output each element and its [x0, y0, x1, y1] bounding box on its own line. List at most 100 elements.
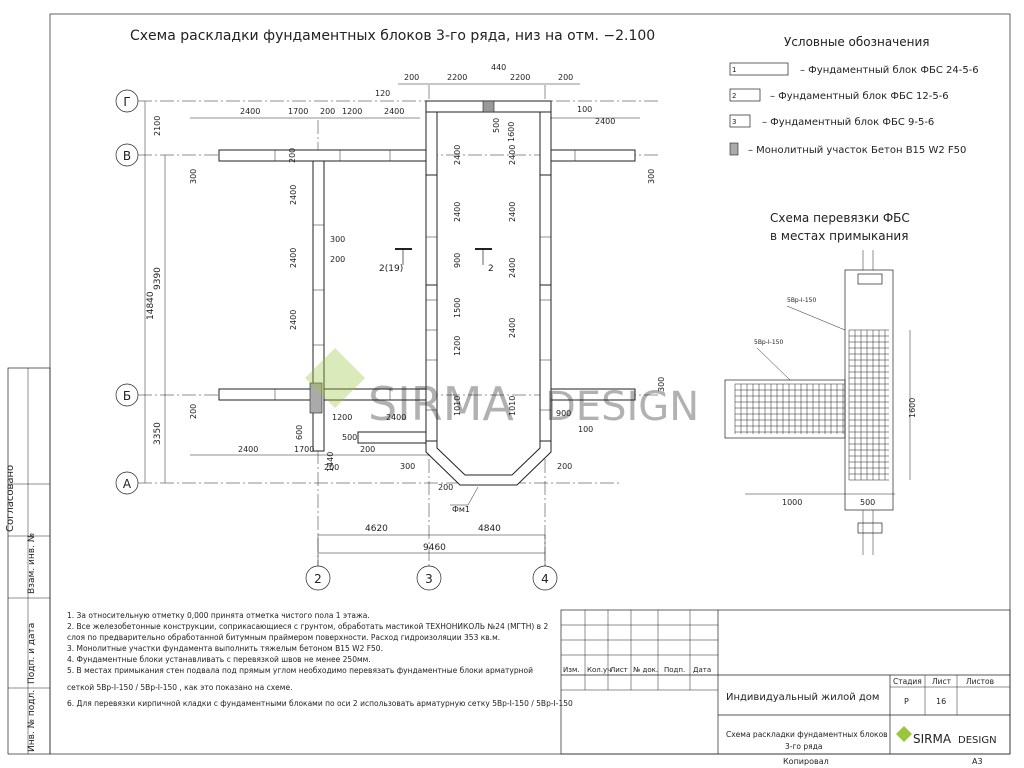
sheet-value: 16: [936, 697, 946, 706]
svg-text:300: 300: [400, 462, 415, 471]
svg-text:Изм.: Изм.: [563, 666, 579, 674]
svg-text:Стадия: Стадия: [893, 677, 922, 686]
svg-text:2400: 2400: [453, 145, 462, 165]
svg-text:2200: 2200: [447, 73, 467, 82]
svg-text:4. Фундаментные блоки устана: 4. Фундаментные блоки устанавливать с пе…: [67, 655, 371, 664]
svg-text:SIRMA: SIRMA: [368, 377, 514, 431]
svg-text:500: 500: [492, 118, 501, 133]
svg-text:900: 900: [453, 253, 462, 268]
axis-label-2: 2: [314, 572, 322, 586]
svg-text:100: 100: [577, 105, 592, 114]
notes: 1. За относительную отметку 0,000 принят…: [67, 611, 573, 708]
svg-text:2400: 2400: [240, 107, 260, 116]
detail-title-2: в местах примыкания: [770, 229, 908, 243]
detail-mesh-label-a: 5Вр-I-150: [787, 297, 816, 304]
section-label-left: 2(19): [379, 264, 403, 274]
side-stamp-replace: Взам. инв. №: [27, 533, 37, 594]
svg-text:9390: 9390: [153, 267, 163, 290]
svg-text:200: 200: [320, 107, 335, 116]
svg-text:200: 200: [288, 148, 297, 163]
svg-text:2400: 2400: [289, 185, 298, 205]
detail-title-1: Схема перевязки ФБС: [770, 211, 910, 225]
detail-dim-500: 500: [860, 498, 875, 507]
svg-text:2400: 2400: [238, 445, 258, 454]
svg-text:Лист: Лист: [932, 677, 952, 686]
svg-text:4620: 4620: [365, 524, 388, 534]
legend-item-fbs24: – Фундаментный блок ФБС 24-5-6: [800, 65, 979, 76]
legend: Условные обозначения 1 – Фундаментный бл…: [729, 35, 979, 156]
svg-text:2: 2: [732, 92, 736, 100]
sheet-title-2: 3-го ряда: [785, 742, 822, 751]
axis-label-v: В: [123, 149, 131, 163]
detail-dim-1000: 1000: [782, 498, 802, 507]
svg-text:3: 3: [732, 118, 736, 126]
svg-text:1200: 1200: [332, 413, 352, 422]
dimension-labels: 200 2200 440 2200 200 2400 1700 200 1200…: [146, 63, 666, 553]
svg-text:2200: 2200: [510, 73, 530, 82]
svg-text:Листов: Листов: [966, 677, 994, 686]
svg-text:200: 200: [189, 404, 198, 419]
legend-item-monolith: – Монолитный участок Бетон В15 W2 F50: [748, 145, 966, 156]
axis-label-4: 4: [541, 572, 549, 586]
svg-text:2100: 2100: [153, 116, 162, 136]
legend-heading: Условные обозначения: [784, 35, 930, 49]
svg-text:4840: 4840: [478, 524, 501, 534]
axis-label-b: Б: [123, 389, 131, 403]
svg-text:1700: 1700: [288, 107, 308, 116]
logo-mark: [896, 726, 912, 742]
svg-text:300: 300: [330, 235, 345, 244]
svg-text:200: 200: [558, 73, 573, 82]
svg-text:1. За относительную отметку: 1. За относительную отметку 0,000 принят…: [67, 611, 370, 620]
svg-text:2. Все железобетонные констр: 2. Все железобетонные конструкции, сопри…: [67, 622, 548, 631]
section-marks: 2(19) 2 Фм1: [379, 248, 494, 514]
svg-text:Дата: Дата: [693, 666, 711, 674]
watermark: SIRMA DESIGN: [305, 348, 699, 431]
legend-item-fbs9: – Фундаментный блок ФБС 9-5-6: [762, 117, 934, 128]
svg-text:300: 300: [657, 377, 666, 392]
svg-text:200: 200: [324, 463, 339, 472]
svg-text:200: 200: [330, 255, 345, 264]
axis-label-a: А: [123, 477, 132, 491]
title-block: Изм. Кол.уч Лист № док. Подп. Дата Индив…: [560, 609, 1011, 766]
legend-item-fbs12: – Фундаментный блок ФБС 12-5-6: [770, 91, 949, 102]
svg-text:200: 200: [360, 445, 375, 454]
detail-mesh-label-b: 5Вр-I-150: [754, 339, 783, 346]
svg-text:3. Монолитные участки фундам: 3. Монолитные участки фундамента выполни…: [67, 644, 383, 653]
svg-text:900: 900: [556, 409, 571, 418]
svg-text:2400: 2400: [386, 413, 406, 422]
copied-label: Копировал: [783, 757, 829, 766]
svg-text:500: 500: [342, 433, 357, 442]
svg-text:300: 300: [647, 169, 656, 184]
logo-sub: DESIGN: [958, 735, 997, 746]
svg-text:440: 440: [491, 63, 506, 72]
svg-text:1200: 1200: [453, 336, 462, 356]
svg-text:200: 200: [404, 73, 419, 82]
svg-text:2400: 2400: [508, 202, 517, 222]
detail-dim-1600: 1600: [908, 398, 917, 418]
dimensions: [144, 83, 640, 566]
svg-text:1500: 1500: [453, 298, 462, 318]
section-label-right: 2: [488, 264, 494, 274]
svg-text:9460: 9460: [423, 543, 446, 553]
svg-text:1010: 1010: [508, 396, 517, 416]
format-label: А3: [972, 757, 983, 766]
svg-text:Лист: Лист: [610, 666, 628, 674]
svg-text:100: 100: [578, 425, 593, 434]
svg-text:Кол.уч: Кол.уч: [587, 666, 611, 674]
svg-text:2400: 2400: [508, 318, 517, 338]
svg-text:Подп.: Подп.: [664, 666, 685, 674]
side-stamp-sign-date: Подп. и дата: [27, 623, 37, 684]
svg-text:200: 200: [557, 462, 572, 471]
svg-text:1440: 1440: [326, 452, 335, 472]
fm-label: Фм1: [452, 505, 470, 514]
svg-text:3350: 3350: [153, 422, 163, 445]
svg-text:2400: 2400: [595, 117, 615, 126]
svg-text:600: 600: [295, 425, 304, 440]
svg-text:2400: 2400: [508, 258, 517, 278]
svg-text:14840: 14840: [146, 291, 156, 320]
svg-text:1600: 1600: [507, 122, 516, 142]
svg-text:5. В местах примыкания стен: 5. В местах примыкания стен подвала под …: [67, 666, 533, 675]
svg-text:2400: 2400: [453, 202, 462, 222]
svg-text:1: 1: [732, 66, 736, 74]
